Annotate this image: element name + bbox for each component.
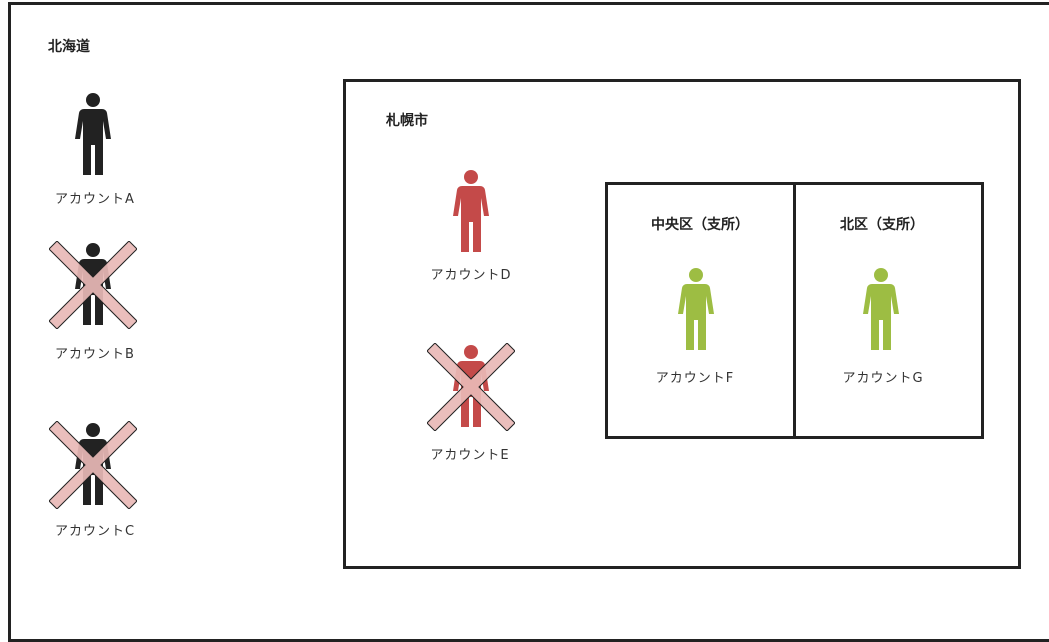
account-g-person: [853, 268, 909, 360]
account-a-label: アカウントA: [55, 192, 135, 207]
ward-kita-label: 北区（支所）: [840, 217, 924, 233]
prefecture-label: 北海道: [48, 39, 90, 55]
account-c-person: [49, 421, 137, 515]
person-icon: [678, 268, 714, 350]
disabled-cross-icon: [427, 343, 515, 431]
city-box: [343, 79, 1021, 569]
ward-kita-box: [793, 182, 984, 439]
disabled-cross-icon: [49, 241, 137, 329]
account-a-person: [65, 93, 121, 185]
account-d-label: アカウントD: [430, 268, 512, 283]
ward-chuo-label: 中央区（支所）: [651, 217, 749, 233]
account-f-label: アカウントF: [655, 371, 735, 386]
account-e-label: アカウントE: [430, 448, 510, 463]
account-b-label: アカウントB: [55, 347, 135, 362]
account-g-label: アカウントG: [842, 371, 924, 386]
account-f-person: [668, 268, 724, 360]
person-icon: [863, 268, 899, 350]
account-c-label: アカウントC: [54, 524, 136, 539]
account-d-person: [443, 170, 499, 262]
account-e-person: [427, 343, 515, 437]
person-icon: [75, 93, 111, 175]
city-label: 札幌市: [386, 113, 428, 129]
disabled-cross-icon: [49, 421, 137, 509]
account-b-person: [49, 241, 137, 335]
person-icon: [453, 170, 489, 252]
